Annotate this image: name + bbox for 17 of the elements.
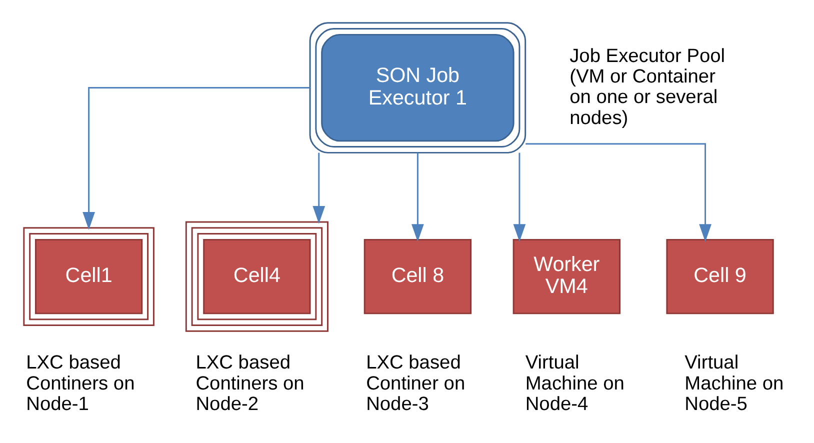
arrow: [312, 152, 326, 224]
node-label: LXC based Continer on Node-3: [366, 352, 466, 414]
arrow: [513, 152, 526, 242]
node-box: Worker VM4: [512, 238, 620, 314]
arrow: [526, 142, 712, 242]
node-box: Cell 9: [666, 238, 774, 314]
node-box: Cell1: [23, 226, 154, 326]
node-label: LXC based Continers on Node-1: [26, 352, 135, 414]
arrow: [412, 152, 424, 242]
node-label: Virtual Machine on Node-5: [684, 352, 784, 414]
node-box: Cell 8: [364, 238, 472, 314]
node-label: LXC based Continers on Node-2: [196, 352, 304, 414]
node-box: Cell4: [185, 220, 328, 332]
node-box: SON Job Executor 1: [309, 22, 526, 153]
arrow: [82, 86, 310, 230]
node-label: Virtual Machine on Node-4: [525, 352, 624, 414]
node-label: Job Executor Pool (VM or Container on one or several nodes): [570, 45, 726, 128]
